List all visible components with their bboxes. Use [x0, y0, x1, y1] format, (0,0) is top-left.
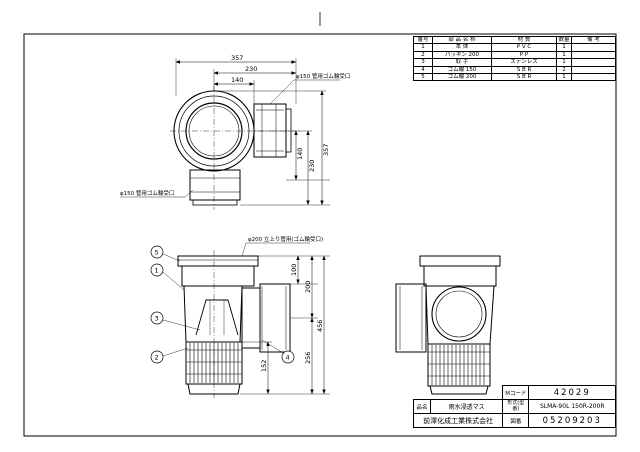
table-row: 5 ゴム輪 200 S B R 1: [413, 73, 616, 82]
cell-part-name: パッキン 200: [432, 50, 492, 60]
cell-no: 4: [413, 65, 433, 75]
cell-remarks: [571, 73, 616, 82]
cell-no: 3: [413, 58, 433, 67]
dim-140-top: 140: [231, 76, 243, 84]
parts-list-table: 番号 部 品 名 称 材 質 数量 備 考 1 本 体 P V C 1 2 パッ…: [413, 35, 616, 82]
drawing-number-label: 図番: [502, 413, 530, 428]
cell-remarks: [571, 43, 616, 52]
table-row: 4 ゴム輪 150 S B R 2: [413, 65, 616, 75]
cell-no: 2: [413, 50, 433, 60]
cell-material: P V C: [491, 43, 557, 52]
cell-part-name: 取 手: [432, 58, 492, 67]
dim-357-vertical: 357: [322, 144, 330, 156]
dim-100: 100: [290, 264, 298, 276]
balloon-5-label: 5: [155, 249, 159, 257]
balloon-2-label: 2: [155, 354, 159, 362]
note-riser-socket: φ200 立上り管用(ゴム輪受口): [248, 235, 323, 243]
cell-material: S B R: [491, 65, 557, 75]
cell-quantity: 1: [556, 43, 572, 52]
balloon-1-label: 1: [155, 267, 159, 275]
dim-230-top: 230: [245, 65, 257, 73]
table-row: 1 本 体 P V C 1: [413, 43, 616, 52]
dim-256: 256: [304, 352, 312, 364]
parts-list-header: 番号 部 品 名 称 材 質 数量 備 考: [413, 35, 616, 45]
note-left-socket: φ150 管用ゴム輪受口: [120, 189, 174, 197]
dim-140-vertical: 140: [296, 148, 304, 160]
product-name-value: 雨水浸透マス: [429, 399, 504, 414]
cell-remarks: [571, 58, 616, 67]
mcode-label: Mコード: [502, 385, 530, 400]
header-part-name: 部 品 名 称: [432, 35, 492, 45]
cell-part-name: ゴム輪 150: [432, 65, 492, 75]
balloon-3-label: 3: [155, 315, 159, 323]
balloon-1: [150, 263, 164, 277]
dim-152: 152: [260, 360, 268, 372]
company-name: 前澤化成工業株式会社: [412, 413, 504, 428]
dim-456: 456: [316, 320, 324, 332]
top-view: 357 230 140 φ150 管用ゴム輪受口 140 230 357 φ15…: [120, 54, 350, 210]
balloon-5: [150, 245, 164, 259]
dim-230-vertical: 230: [308, 160, 316, 172]
table-row: 2 パッキン 200 P P 1: [413, 50, 616, 60]
cell-material: ステンレス: [491, 58, 557, 67]
mcode-value: 42029: [528, 385, 616, 400]
header-no: 番号: [413, 35, 433, 45]
header-material: 材 質: [491, 35, 557, 45]
cell-quantity: 2: [556, 65, 572, 75]
cell-quantity: 1: [556, 50, 572, 60]
front-view: φ200 立上り管用(ゴム輪受口) 100 200 456 256 152 5 …: [150, 235, 330, 398]
cell-part-name: 本 体: [432, 43, 492, 52]
title-block: Mコード 42029 品名 雨水浸透マス 形式(型番) SLMA-90L 150…: [412, 385, 616, 428]
product-name-label: 品名: [413, 399, 431, 414]
model-label: 形式(型番): [502, 399, 530, 414]
cell-no: 1: [413, 43, 433, 52]
drawing-border: [23, 33, 617, 437]
title-block-spacer: [413, 385, 504, 400]
cell-material: P P: [491, 50, 557, 60]
cell-part-name: ゴム輪 200: [432, 73, 492, 82]
side-view: [395, 255, 501, 395]
cell-remarks: [571, 65, 616, 75]
cell-remarks: [571, 50, 616, 60]
cell-quantity: 1: [556, 58, 572, 67]
header-remarks: 備 考: [571, 35, 616, 45]
cell-quantity: 1: [556, 73, 572, 82]
balloon-4: [281, 350, 295, 364]
dim-200: 200: [304, 281, 312, 293]
model-value: SLMA-90L 150R-200R: [528, 399, 616, 414]
header-quantity: 数量: [556, 35, 572, 45]
balloon-2: [150, 350, 164, 364]
balloon-4-label: 4: [286, 354, 290, 362]
cell-material: S B R: [491, 73, 557, 82]
cell-no: 5: [413, 73, 433, 82]
table-row: 3 取 手 ステンレス 1: [413, 58, 616, 67]
balloon-3: [150, 311, 164, 325]
note-top-socket: φ150 管用ゴム輪受口: [296, 72, 350, 80]
dim-357-top: 357: [231, 54, 243, 62]
drawing-number-value: 05209203: [528, 413, 616, 428]
